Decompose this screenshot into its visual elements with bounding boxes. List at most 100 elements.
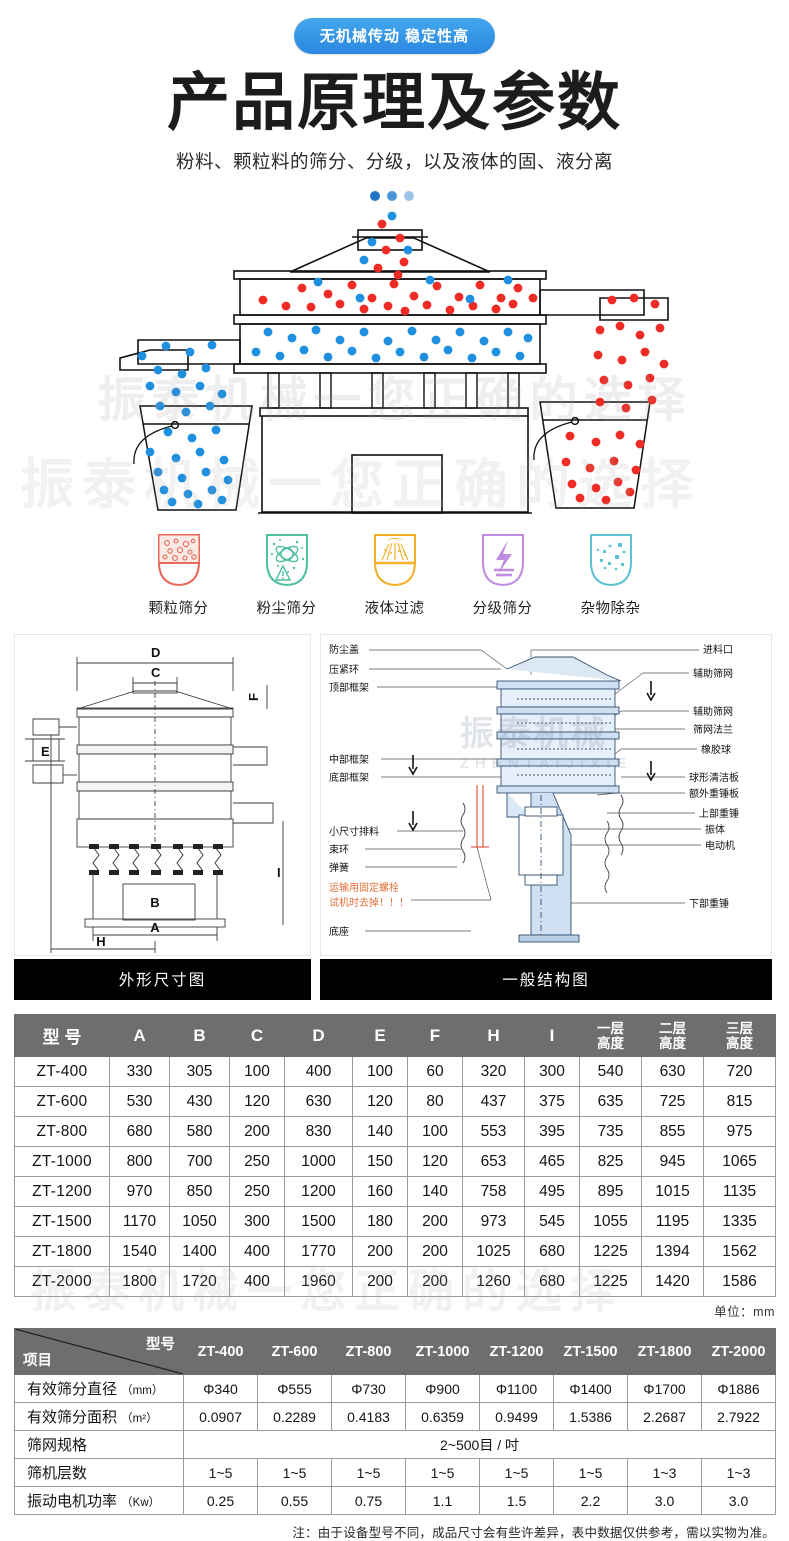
page-title: 产品原理及参数 (167, 66, 622, 139)
value-cell: Φ900 (405, 1374, 480, 1404)
column-header: 三层高度 (703, 1014, 776, 1058)
value-cell: 400 (229, 1236, 285, 1268)
value-cell: 2.2 (553, 1486, 628, 1516)
value-cell: 1335 (703, 1206, 776, 1238)
value-cell: 545 (524, 1206, 580, 1238)
value-cell: Φ1700 (627, 1374, 702, 1404)
value-cell: 120 (407, 1146, 463, 1178)
value-cell: 100 (407, 1116, 463, 1148)
model-column-header: ZT-600 (257, 1328, 332, 1376)
value-cell: 945 (641, 1146, 704, 1178)
value-cell: 1195 (641, 1206, 704, 1238)
value-cell: 1720 (169, 1266, 230, 1298)
corner-bottom-label: 项目 (23, 1353, 52, 1370)
value-cell: 200 (407, 1236, 463, 1268)
value-cell: 1~3 (627, 1458, 702, 1488)
value-cell: 1960 (284, 1266, 353, 1298)
value-cell: 1400 (169, 1236, 230, 1268)
value-cell: 855 (641, 1116, 704, 1148)
value-cell: 400 (284, 1056, 353, 1088)
label-fuzhushaiwang-1: 辅助筛网 (693, 667, 733, 680)
value-cell: 200 (229, 1116, 285, 1148)
row-label: 振动电机功率 （Kw） (14, 1486, 184, 1516)
value-cell: 1025 (462, 1236, 525, 1268)
value-cell: 1200 (284, 1176, 353, 1208)
feature-label: 颗粒筛分 (148, 601, 209, 618)
label-yajinghuan: 压紧环 (329, 664, 359, 676)
value-cell: 300 (229, 1206, 285, 1238)
row-label: 有效筛分面积 （m²） (14, 1402, 184, 1432)
value-cell: 100 (352, 1056, 408, 1088)
model-cell: ZT-600 (14, 1086, 110, 1118)
label-dizuo: 底座 (329, 925, 349, 938)
model-column-header: ZT-2000 (701, 1328, 776, 1376)
value-cell: 1770 (284, 1236, 353, 1268)
value-cell: 430 (169, 1086, 230, 1118)
value-cell: 680 (109, 1116, 170, 1148)
feature-item: 粉尘筛分 (250, 529, 324, 618)
label-diandongji: 电动机 (705, 839, 735, 852)
value-cell: 180 (352, 1206, 408, 1238)
feature-item: 分级筛分 (466, 529, 540, 618)
badge-container: 无机械传动 稳定性高 (0, 0, 789, 54)
value-cell: 653 (462, 1146, 525, 1178)
row-label: 有效筛分直径 （mm） (14, 1374, 184, 1404)
value-cell: 973 (462, 1206, 525, 1238)
value-cell: 1500 (284, 1206, 353, 1238)
value-cell: Φ1886 (701, 1374, 776, 1404)
value-cell: 680 (524, 1266, 580, 1298)
value-cell: 200 (352, 1236, 408, 1268)
label-shangbuzhongchui: 上部重锤 (699, 807, 739, 820)
value-cell: Φ730 (331, 1374, 406, 1404)
value-cell: 0.55 (257, 1486, 332, 1516)
value-cell: 725 (641, 1086, 704, 1118)
label-fuzhushaiwang-2: 辅助筛网 (693, 705, 733, 718)
row-label: 筛机层数 (14, 1458, 184, 1488)
value-cell: 200 (407, 1266, 463, 1298)
value-cell: 1420 (641, 1266, 704, 1298)
feature-item: 颗粒筛分 (142, 529, 216, 618)
feature-item: 液体过滤 (358, 529, 432, 618)
diagram-captions: 外形尺寸图 一般结构图 (0, 959, 789, 1001)
model-column-header: ZT-1000 (405, 1328, 480, 1376)
value-cell: 0.4183 (331, 1402, 406, 1432)
label-dingbukuangjia: 顶部框架 (329, 681, 369, 694)
label-zhenti: 振体 (705, 823, 725, 836)
svg-text:E: E (41, 744, 50, 759)
impurity-shield-icon (574, 529, 648, 591)
feature-label: 分级筛分 (472, 601, 533, 618)
value-cell: 80 (407, 1086, 463, 1118)
label-xiangjiaoqiu: 橡胶球 (701, 743, 731, 756)
model-cell: ZT-1500 (14, 1206, 110, 1238)
corner-header: 型号项目 (14, 1328, 184, 1376)
column-header: 二层高度 (641, 1014, 704, 1058)
value-cell: 1260 (462, 1266, 525, 1298)
value-cell: 1562 (703, 1236, 776, 1268)
value-cell: 635 (579, 1086, 642, 1118)
label-ewaizhongchuiban: 额外重锤板 (689, 787, 739, 800)
model-cell: ZT-1200 (14, 1176, 110, 1208)
column-header: H (462, 1014, 525, 1058)
value-cell: 1~5 (183, 1458, 258, 1488)
value-cell: 160 (352, 1176, 408, 1208)
value-cell: 1170 (109, 1206, 170, 1238)
model-cell: ZT-800 (14, 1116, 110, 1148)
value-cell: 970 (109, 1176, 170, 1208)
label-fangchengai: 防尘盖 (329, 643, 359, 656)
value-cell: 580 (169, 1116, 230, 1148)
value-cell: 1050 (169, 1206, 230, 1238)
value-cell: 100 (229, 1056, 285, 1088)
value-cell: 60 (407, 1056, 463, 1088)
value-cell: 1~3 (701, 1458, 776, 1488)
value-cell: 540 (579, 1056, 642, 1088)
svg-text:B: B (150, 895, 159, 910)
value-cell: 815 (703, 1086, 776, 1118)
value-cell: Φ1100 (479, 1374, 554, 1404)
